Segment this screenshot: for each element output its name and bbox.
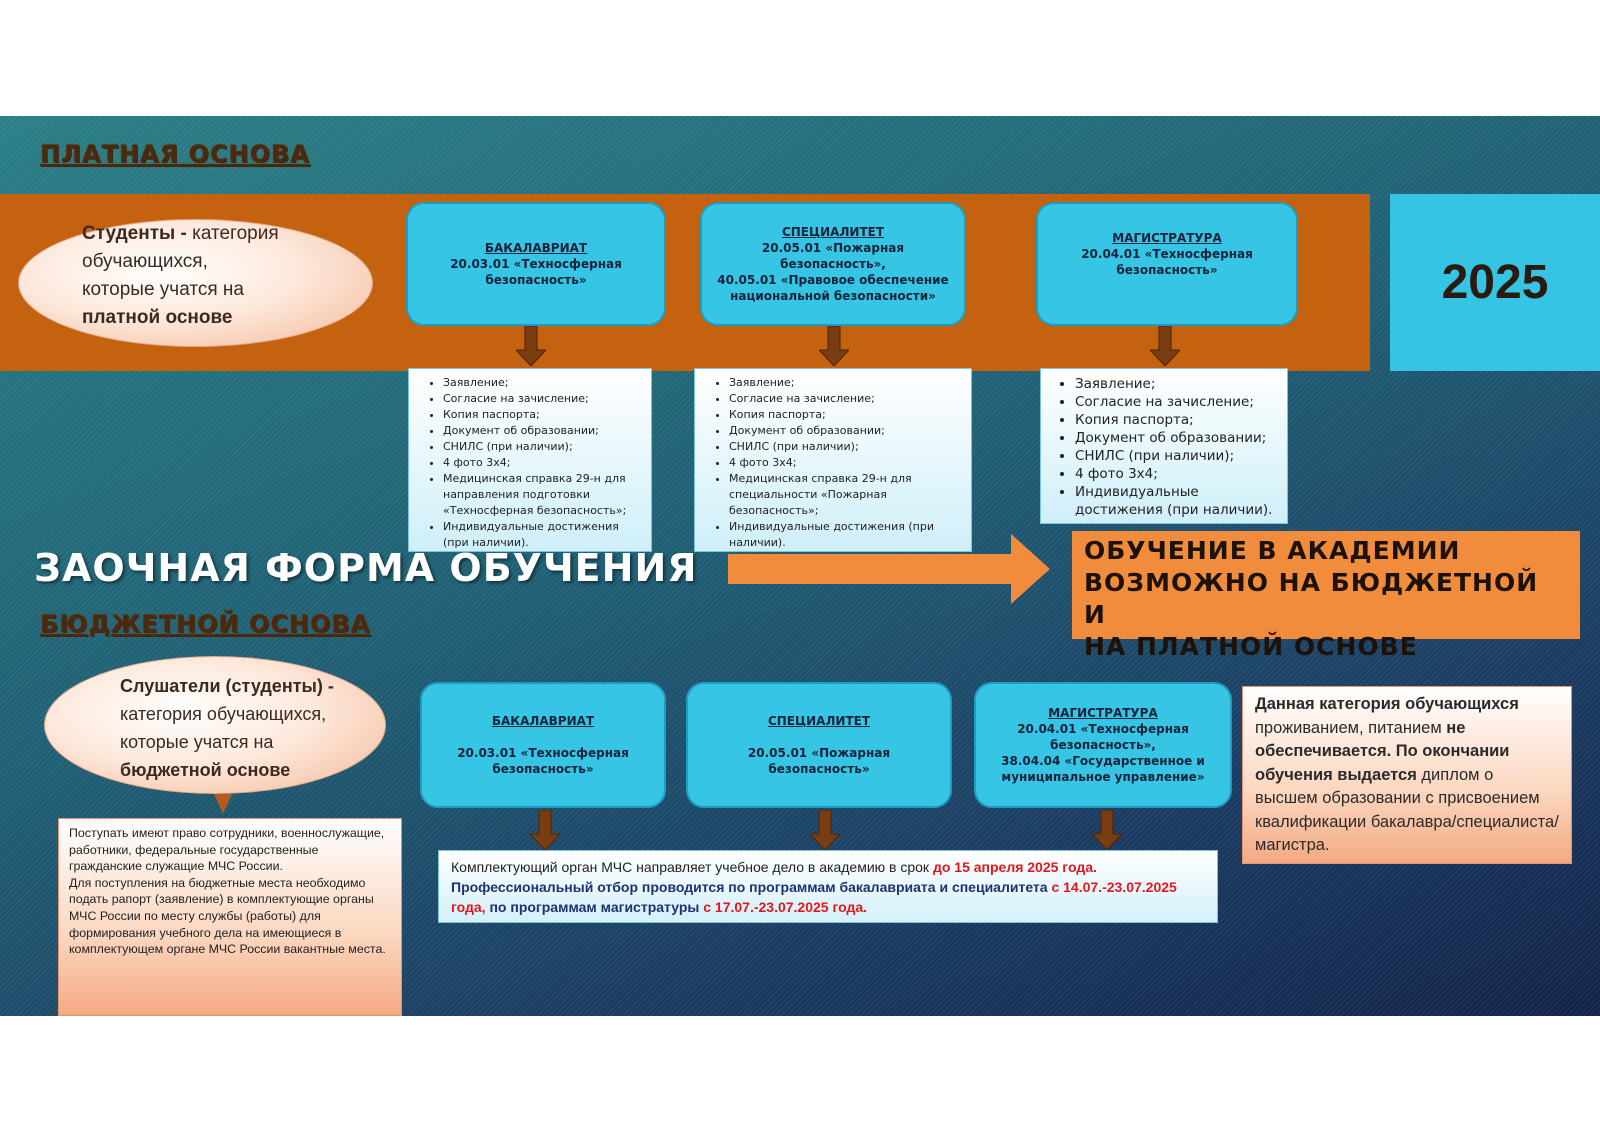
selection-dates-2: с 17.07.-23.07.2025 года. [703,899,868,915]
doc-item: Согласие на зачисление; [729,391,961,407]
paid-ellipse-text: Студенты - категория обучающихся, которы… [82,220,279,332]
paid-ellipse-line3: которые учатся на [82,279,244,300]
doc-item: 4 фото 3х4; [729,455,961,471]
note-box: Данная категория обучающихся проживанием… [1242,686,1572,864]
info-text: по программам магистратуры [485,899,704,915]
doc-item: Медицинская справка 29-н для специальнос… [729,471,961,519]
paid-card-bachelor: БАКАЛАВРИАТ 20.03.01 «Техносферная безоп… [406,202,666,326]
card-title: МАГИСТРАТУРА [1112,231,1222,245]
arrow-right-icon [728,534,1050,604]
budget-card-master: МАГИСТРАТУРА 20.04.01 «Техносферная безо… [974,682,1232,808]
doc-item: СНИЛС (при наличии); [729,439,961,455]
card-line: безопасность», [1050,738,1156,752]
card-line: безопасность» [485,273,587,287]
doc-item: 4 фото 3х4; [1075,465,1277,483]
note-bold: не обеспечивается. По окончании обучения… [1255,718,1510,784]
arrow-down-icon [516,326,546,366]
card-title: СПЕЦИАЛИТЕТ [767,714,871,728]
arrow-down-icon [530,810,560,850]
budget-card-bachelor: БАКАЛАВРИАТ 20.03.01 «Техносферная безоп… [420,682,666,808]
budget-ellipse-bold: Слушатели (студенты) - [120,676,334,696]
doc-item: Копия паспорта; [1075,411,1277,429]
card-line: 20.03.01 «Техносферная [457,746,629,760]
budget-ellipse [44,656,386,794]
paid-section-label: ПЛАТНАЯ ОСНОВА [40,140,310,168]
card-line: безопасность» [492,762,594,776]
callout-line: НА ПЛАТНОЙ ОСНОВЕ [1084,632,1418,661]
slide: ПЛАТНАЯ ОСНОВА 2025 Студенты - категория… [0,116,1600,1016]
paid-card-specialist: СПЕЦИАЛИТЕТ 20.05.01 «Пожарная безопасно… [700,202,966,326]
rights-text: Поступать имеют право сотрудники, военно… [69,826,385,874]
paid-doc-list-master: Заявление; Согласие на зачисление; Копия… [1040,368,1288,524]
paid-doc-list-specialist: Заявление; Согласие на зачисление; Копия… [694,368,972,552]
callout-line: ОБУЧЕНИЕ В АКАДЕМИИ [1084,536,1461,565]
card-title: БАКАЛАВРИАТ [491,714,595,728]
card-line: национальной безопасности» [730,289,936,303]
doc-item: Заявление; [729,375,961,391]
card-title: МАГИСТРАТУРА [1048,706,1158,720]
card-line: 20.04.01 «Техносферная [1017,722,1189,736]
budget-card-specialist: СПЕЦИАЛИТЕТ 20.05.01 «Пожарная безопасно… [686,682,952,808]
paid-ellipse-line4: платной основе [82,307,233,328]
callout-line: ВОЗМОЖНО НА БЮДЖЕТНОЙ И [1084,568,1539,629]
main-title: ЗАОЧНАЯ ФОРМА ОБУЧЕНИЯ [34,546,698,590]
doc-item: Индивидуальные достижения (при наличии). [729,519,961,551]
doc-item: Индивидуальные достижения (при наличии). [443,519,641,551]
doc-item: Индивидуальные достижения (при наличии). [1075,483,1277,519]
procedure-text: Для поступления на бюджетные места необх… [69,875,386,957]
paid-ellipse-line2: обучающихся, [82,251,208,272]
doc-item: Согласие на зачисление; [1075,393,1277,411]
budget-section-label: БЮДЖЕТНОЙ ОСНОВА [40,610,371,638]
card-line: 38.04.04 «Государственное и [1001,754,1205,768]
budget-ellipse-text: Слушатели (студенты) - категория обучающ… [120,672,334,784]
doc-item: Копия паспорта; [729,407,961,423]
note-text: диплом о высшем образовании с присвоение… [1255,765,1559,855]
card-line: 40.05.01 «Правовое обеспечение [717,273,949,287]
rights-box: Поступать имеют право сотрудники, военно… [58,818,402,1016]
note-bold: Данная категория обучающихся [1255,695,1519,713]
year-label: 2025 [1441,256,1549,309]
doc-item: Документ об образовании; [729,423,961,439]
doc-item: Документ об образовании; [1075,429,1277,447]
card-line: муниципальное управление» [1001,770,1205,784]
paid-card-master: МАГИСТРАТУРА 20.04.01 «Техносферная безо… [1036,202,1298,326]
doc-item: 4 фото 3х4; [443,455,641,471]
card-line: 20.05.01 «Пожарная безопасность», [761,241,905,271]
budget-ellipse-line4: бюджетной основе [120,760,291,780]
arrow-down-icon [819,326,849,366]
doc-item: Заявление; [443,375,641,391]
budget-ellipse-line2: категория обучающихся, [120,704,327,724]
doc-item: Копия паспорта; [443,407,641,423]
deadline-info-box: Комплектующий орган МЧС направляет учебн… [438,850,1218,923]
doc-item: Документ об образовании; [443,423,641,439]
paid-ellipse-line1: категория [186,223,279,244]
info-text: Комплектующий орган МЧС направляет учебн… [451,859,933,875]
doc-item: Согласие на зачисление; [443,391,641,407]
doc-item: СНИЛС (при наличии); [443,439,641,455]
card-line: 20.03.01 «Техносферная [450,257,622,271]
doc-item: СНИЛС (при наличии); [1075,447,1277,465]
deadline-date: до 15 апреля 2025 года. [932,859,1097,875]
doc-item: Медицинская справка 29-н для направления… [443,471,641,519]
arrow-down-icon [1150,326,1180,366]
budget-ellipse-line3: которые учатся на [120,732,274,752]
card-line: 20.05.01 «Пожарная безопасность» [747,746,891,776]
note-text: проживанием, питанием [1255,718,1447,737]
callout-pointer-icon [214,794,232,814]
arrow-down-icon [810,810,840,850]
paid-ellipse-bold: Студенты - [82,223,187,244]
card-title: СПЕЦИАЛИТЕТ [781,225,885,239]
card-line: безопасность» [1116,263,1218,277]
paid-doc-list-bachelor: Заявление; Согласие на зачисление; Копия… [408,368,652,552]
card-title: БАКАЛАВРИАТ [484,241,588,255]
callout-box: ОБУЧЕНИЕ В АКАДЕМИИ ВОЗМОЖНО НА БЮДЖЕТНО… [1072,531,1580,661]
year-box: 2025 [1390,194,1600,371]
selection-dates-1: с 14.07.-23.07.2025 года, [451,879,1177,915]
doc-item: Заявление; [1075,375,1277,393]
card-line: 20.04.01 «Техносферная [1081,247,1253,261]
arrow-down-icon [1092,810,1122,850]
info-text: Профессиональный отбор проводится по про… [451,879,1052,895]
paid-ellipse [18,219,373,347]
